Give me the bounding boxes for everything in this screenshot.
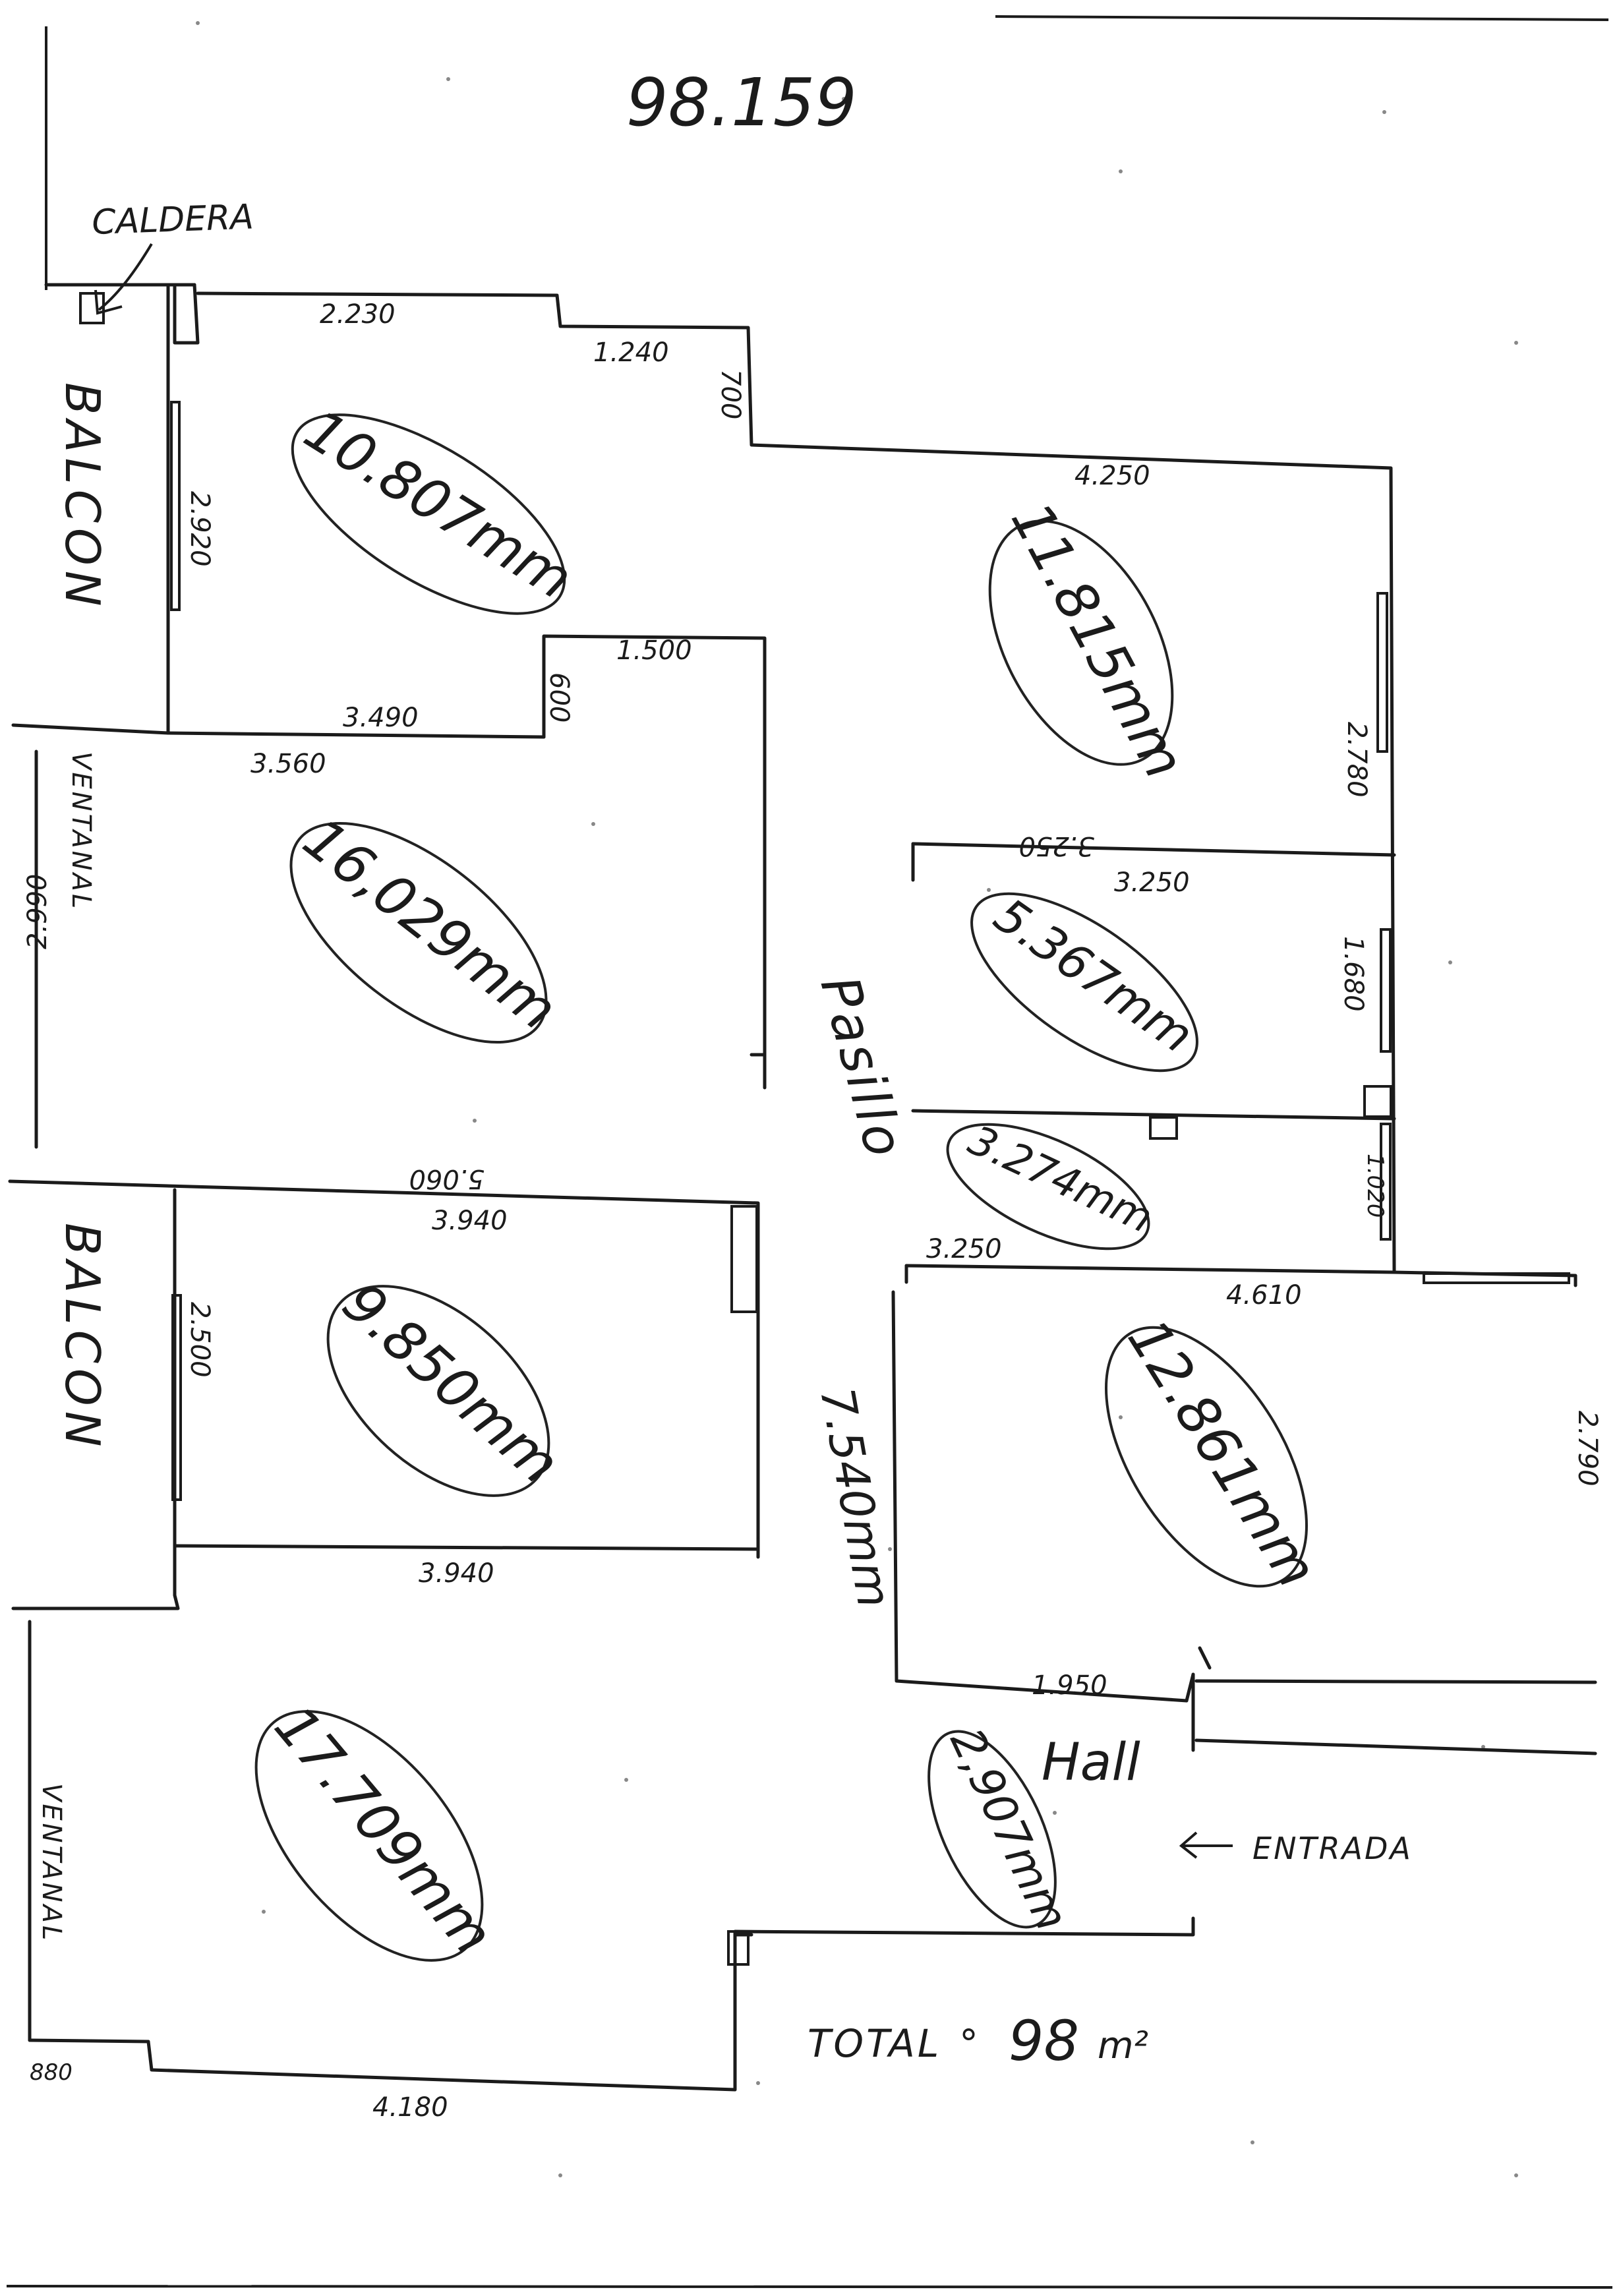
dim-5060: 5.060 xyxy=(409,1163,485,1194)
ventanal-bottom-label: VENTANAL xyxy=(36,1783,67,1943)
boiler-pointer xyxy=(94,243,153,315)
dim-4180: 4.180 xyxy=(372,2092,448,2123)
dim-3940-top: 3.940 xyxy=(432,1206,508,1236)
svg-text:11.815mm: 11.815mm xyxy=(999,492,1197,788)
room-area-bottom-left: 17.709mm xyxy=(254,1694,506,1967)
dim-3250-lower: 3.250 xyxy=(926,1234,1002,1264)
dim-2920: 2.920 xyxy=(185,491,215,567)
room-area-mid-left: 16,029mm xyxy=(289,806,569,1044)
balcon-mid-label: BALCON xyxy=(55,1223,110,1452)
dim-4250: 4.250 xyxy=(1074,461,1150,491)
balcon-top-label: BALCON xyxy=(55,382,110,612)
dim-700: 700 xyxy=(715,369,746,419)
boiler-label: CALDERA xyxy=(91,197,254,243)
svg-text:12.861mm: 12.861mm xyxy=(1115,1309,1330,1599)
svg-text:10.807mm: 10.807mm xyxy=(293,397,583,612)
dim-2990: 2.990 xyxy=(22,873,53,949)
room-area-top-right: 11.815mm xyxy=(988,492,1197,788)
dim-880: 880 xyxy=(30,2059,73,2086)
paper-specks xyxy=(196,21,1518,2177)
room-area-left-3: 9.850mm xyxy=(326,1270,572,1497)
pasillo-label: Pasillo xyxy=(809,970,916,1165)
dimension-labels: 2.230 1.240 700 4.250 2.920 1.500 600 3.… xyxy=(22,299,1603,2123)
total-unit: m² xyxy=(1098,2024,1148,2067)
svg-text:3.274mm: 3.274mm xyxy=(961,1115,1160,1242)
openings xyxy=(79,292,1570,1966)
dim-3250: 3.250 xyxy=(1114,868,1190,898)
dim-1020: 1.020 xyxy=(1362,1154,1388,1218)
dim-1680: 1.680 xyxy=(1338,936,1369,1012)
entrance-arrow-icon xyxy=(1179,1831,1233,1859)
room-areas: 10.807mm 11.815mm 16,029mm 5.367mm 3.274… xyxy=(254,397,1330,1967)
room-area-right-big: 12.861mm xyxy=(1105,1309,1330,1599)
total-label: TOTAL xyxy=(808,2021,941,2066)
walls xyxy=(8,283,1597,2092)
dim-1950: 1.950 xyxy=(1032,1670,1107,1701)
ventanal-mid-label: VENTANAL xyxy=(66,751,96,911)
entrada-label: ENTRADA xyxy=(1252,1831,1413,1866)
dim-2790: 2.790 xyxy=(1572,1411,1603,1487)
svg-text:5.367mm: 5.367mm xyxy=(984,887,1203,1063)
hall-label: Hall xyxy=(1042,1733,1140,1792)
total-area: TOTAL ° 98 m² xyxy=(808,2009,1148,2073)
dim-1240: 1.240 xyxy=(593,338,669,368)
dim-3560: 3.560 xyxy=(250,749,326,779)
dim-2230: 2.230 xyxy=(320,299,396,330)
svg-text:9.850mm: 9.850mm xyxy=(330,1270,572,1496)
dim-7540-corridor: 7.540mm xyxy=(810,1384,901,1612)
dim-4610: 4.610 xyxy=(1226,1280,1302,1310)
dim-2780: 2.780 xyxy=(1341,722,1372,798)
paper-edges xyxy=(6,15,1613,2289)
plan-number: 98.159 xyxy=(626,64,857,141)
dim-600: 600 xyxy=(544,672,574,722)
dim-3490: 3.490 xyxy=(343,703,419,733)
room-area-top-left: 10.807mm xyxy=(291,397,583,615)
dim-2500: 2.500 xyxy=(185,1302,215,1378)
dim-3250-reversed: 3.250 xyxy=(1018,831,1094,861)
dim-1500: 1.500 xyxy=(616,635,692,666)
total-separator: ° xyxy=(959,2021,978,2066)
dim-3940-bottom: 3.940 xyxy=(419,1558,494,1589)
svg-text:16,029mm: 16,029mm xyxy=(291,806,569,1043)
svg-text:17.709mm: 17.709mm xyxy=(262,1694,506,1967)
total-value: 98 xyxy=(1009,2009,1079,2073)
